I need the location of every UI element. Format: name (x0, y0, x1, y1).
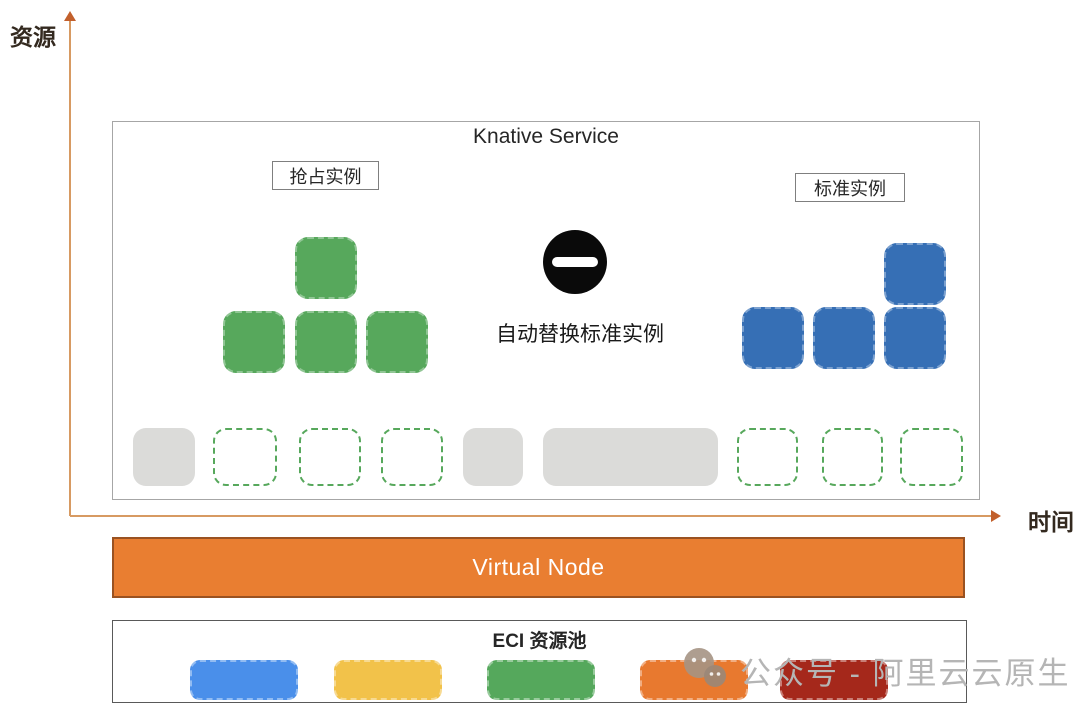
y-axis-label: 资源 (10, 24, 56, 50)
eci-resource-chip-green (487, 660, 595, 700)
minus-bar-icon (552, 257, 598, 267)
y-axis-line (69, 20, 71, 516)
standard-instance-tag: 标准实例 (795, 173, 905, 202)
occupied-slot-square (463, 428, 523, 486)
empty-slot-square (299, 428, 361, 486)
eci-resource-chip-yellow (334, 660, 442, 700)
empty-slot-square (737, 428, 798, 486)
empty-slot-square (900, 428, 963, 486)
x-axis-arrow-icon (991, 510, 1001, 522)
empty-slot-square (213, 428, 277, 486)
virtual-node-label: Virtual Node (472, 554, 605, 580)
eci-resource-chip-blue (190, 660, 298, 700)
x-axis-line (70, 515, 992, 517)
auto-replace-note: 自动替换标准实例 (496, 323, 664, 346)
standard-instance-square (742, 307, 804, 369)
empty-slot-square (822, 428, 883, 486)
preemptible-instance-square (295, 237, 357, 299)
y-axis-arrow-icon (64, 11, 76, 21)
preemptible-instance-tag: 抢占实例 (272, 161, 379, 190)
eci-resource-chip-red (780, 660, 888, 700)
x-axis-label: 时间 (1028, 509, 1074, 535)
preemptible-instance-square (295, 311, 357, 373)
preemptible-instance-square (366, 311, 428, 373)
preemptible-instance-square (223, 311, 285, 373)
occupied-slot-square (543, 428, 718, 486)
occupied-slot-square (133, 428, 195, 486)
knative-service-title: Knative Service (473, 125, 619, 148)
standard-instance-square (813, 307, 875, 369)
eci-pool-title: ECI 资源池 (492, 631, 587, 652)
standard-instance-square (884, 243, 946, 305)
standard-instance-square (884, 307, 946, 369)
empty-slot-square (381, 428, 443, 486)
minus-circle-icon (543, 230, 607, 294)
virtual-node-bar: Virtual Node (112, 537, 965, 598)
eci-resource-chip-orange (640, 660, 748, 700)
